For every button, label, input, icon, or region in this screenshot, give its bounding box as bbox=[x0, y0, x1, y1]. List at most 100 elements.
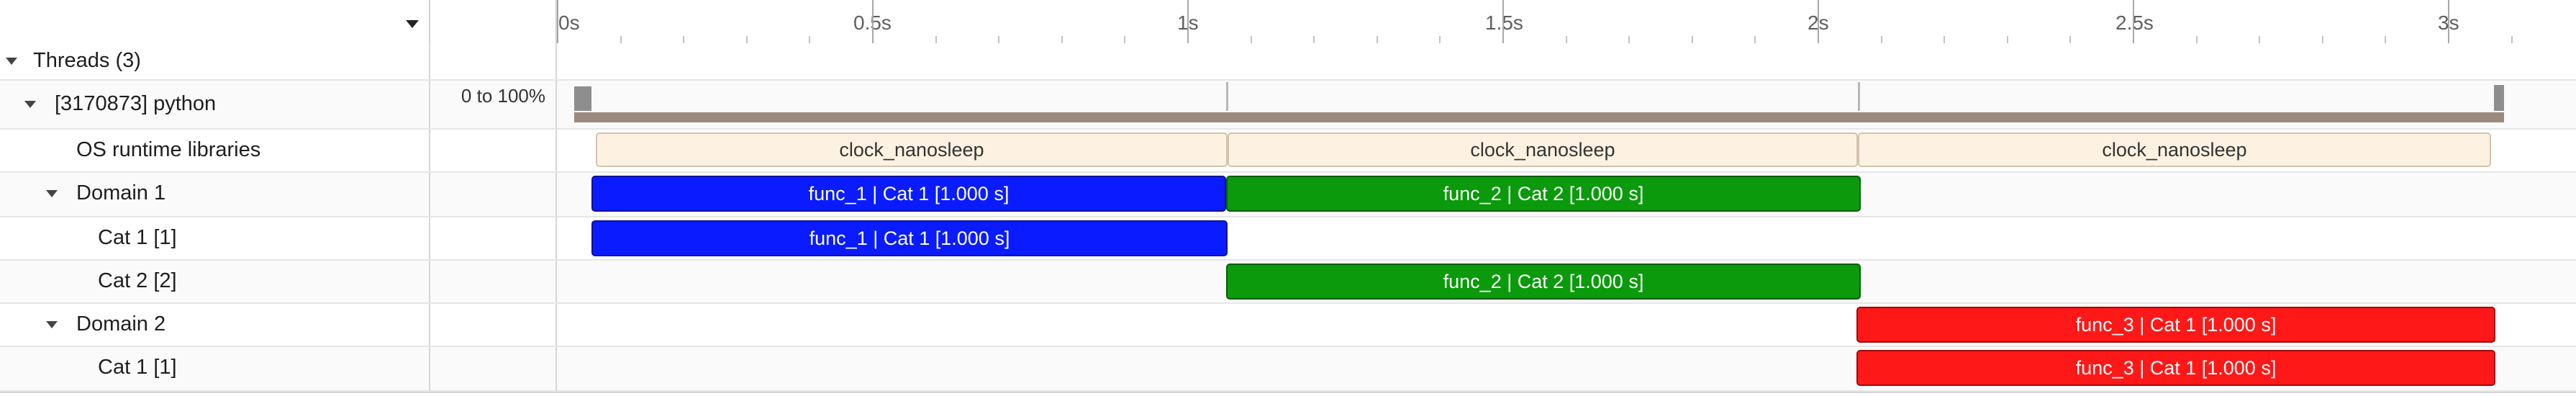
minor-tick bbox=[998, 36, 1000, 43]
cat-1-label: Cat 1 [1] bbox=[98, 226, 177, 249]
collapse-icon[interactable] bbox=[24, 101, 36, 108]
minor-tick bbox=[620, 36, 622, 43]
time-marker bbox=[1226, 82, 1228, 111]
tree-cell: Domain 1 bbox=[0, 173, 430, 216]
major-tick bbox=[1502, 0, 1504, 43]
row-os-runtime: OS runtime libraries clock_nanosleep clo… bbox=[0, 130, 2576, 173]
time-ruler[interactable]: 0s 0.5s 1s 1.5s 2s 2.5s 3s bbox=[557, 0, 2576, 43]
minor-tick bbox=[2385, 36, 2387, 43]
minor-tick bbox=[683, 36, 685, 43]
scale-cell bbox=[430, 217, 557, 259]
minor-tick bbox=[2321, 36, 2323, 43]
domain-2-track: func_3 | Cat 1 [1.000 s] bbox=[557, 304, 2576, 346]
cat-1-track: func_1 | Cat 1 [1.000 s] bbox=[557, 217, 2576, 259]
tick-label-2.5s: 2.5s bbox=[2115, 12, 2154, 34]
minor-tick bbox=[1754, 36, 1756, 43]
range-bar[interactable]: func_3 | Cat 1 [1.000 s] bbox=[1856, 350, 2495, 386]
tree-cell: Domain 2 bbox=[0, 304, 430, 346]
os-call-bar[interactable]: clock_nanosleep bbox=[1228, 132, 1858, 167]
range-bar[interactable]: func_2 | Cat 2 [1.000 s] bbox=[1226, 176, 1861, 212]
range-bar[interactable]: func_1 | Cat 1 [1.000 s] bbox=[591, 220, 1228, 256]
minor-tick bbox=[1628, 36, 1631, 43]
utilization-spike bbox=[2494, 85, 2504, 111]
major-tick bbox=[2448, 0, 2449, 43]
minor-tick bbox=[2069, 36, 2072, 43]
os-runtime-label: OS runtime libraries bbox=[76, 138, 261, 161]
scale-cell bbox=[430, 173, 557, 216]
minor-tick bbox=[1944, 36, 1946, 43]
threads-label: Threads (3) bbox=[33, 49, 141, 72]
os-call-bar[interactable]: clock_nanosleep bbox=[1858, 132, 2491, 167]
row-domain-2: Domain 2 func_3 | Cat 1 [1.000 s] bbox=[0, 304, 2576, 347]
row-process: [3170873] python 0 to 100% bbox=[0, 81, 2576, 130]
minor-tick bbox=[1880, 36, 1882, 43]
minor-tick bbox=[809, 36, 811, 43]
scale-cell bbox=[430, 43, 557, 79]
range-bar[interactable]: func_1 | Cat 1 [1.000 s] bbox=[591, 176, 1226, 212]
os-runtime-track: clock_nanosleep clock_nanosleep clock_na… bbox=[557, 130, 2576, 171]
tick-label-0s: 0s bbox=[558, 12, 580, 34]
utilization-bar bbox=[574, 112, 2504, 122]
range-bar[interactable]: func_2 | Cat 2 [1.000 s] bbox=[1226, 264, 1861, 300]
minor-tick bbox=[745, 36, 748, 43]
cat-2-track: func_2 | Cat 2 [1.000 s] bbox=[557, 261, 2576, 302]
major-tick bbox=[557, 0, 558, 43]
scale-cell bbox=[430, 304, 557, 346]
row-d1-cat-1: Cat 1 [1] func_1 | Cat 1 [1.000 s] bbox=[0, 217, 2576, 261]
range-bar[interactable]: func_3 | Cat 1 [1.000 s] bbox=[1856, 307, 2495, 343]
minor-tick bbox=[935, 36, 937, 43]
bottom-divider bbox=[0, 392, 2576, 393]
row-domain-1: Domain 1 func_1 | Cat 1 [1.000 s] func_2… bbox=[0, 173, 2576, 217]
minor-tick bbox=[1061, 36, 1063, 43]
scale-header bbox=[430, 0, 557, 43]
major-tick bbox=[872, 0, 874, 43]
minor-tick bbox=[2195, 36, 2198, 43]
minor-tick bbox=[1439, 36, 1441, 43]
caret-down-icon bbox=[406, 20, 419, 28]
minor-tick bbox=[1313, 36, 1315, 43]
domain-2-label: Domain 2 bbox=[76, 312, 166, 336]
collapse-icon[interactable] bbox=[6, 58, 17, 65]
minor-tick bbox=[2511, 36, 2513, 43]
minor-tick bbox=[1124, 36, 1126, 43]
cpu-utilization-track[interactable] bbox=[557, 81, 2576, 128]
minor-tick bbox=[1376, 36, 1378, 43]
major-tick bbox=[2133, 0, 2134, 43]
utilization-scale: 0 to 100% bbox=[461, 85, 545, 107]
os-call-bar[interactable]: clock_nanosleep bbox=[596, 132, 1228, 167]
time-marker bbox=[1858, 82, 1860, 111]
tick-label-1.5s: 1.5s bbox=[1485, 12, 1523, 34]
cat-1-track: func_3 | Cat 1 [1.000 s] bbox=[557, 347, 2576, 390]
process-label: [3170873] python bbox=[55, 92, 217, 115]
collapse-icon[interactable] bbox=[46, 190, 58, 197]
domain-1-track: func_1 | Cat 1 [1.000 s] func_2 | Cat 2 … bbox=[557, 173, 2576, 216]
row-threads: Threads (3) bbox=[0, 43, 2576, 81]
scale-cell bbox=[430, 261, 557, 302]
tree-cell: OS runtime libraries bbox=[0, 130, 430, 171]
tree-cell: [3170873] python bbox=[0, 81, 430, 128]
tree-cell: Cat 1 [1] bbox=[0, 217, 430, 259]
minor-tick bbox=[2259, 36, 2261, 43]
major-tick bbox=[1818, 0, 1819, 43]
collapse-icon[interactable] bbox=[46, 321, 58, 328]
cat-2-label: Cat 2 [2] bbox=[98, 269, 177, 292]
major-tick bbox=[1187, 0, 1189, 43]
tree-cell: Threads (3) bbox=[0, 43, 430, 79]
row-d1-cat-2: Cat 2 [2] func_2 | Cat 2 [1.000 s] bbox=[0, 261, 2576, 304]
minor-tick bbox=[1565, 36, 1567, 43]
minor-tick bbox=[1250, 36, 1252, 43]
scale-cell: 0 to 100% bbox=[430, 81, 557, 128]
tree-options-dropdown[interactable] bbox=[394, 10, 426, 36]
tree-header bbox=[0, 0, 430, 43]
threads-track bbox=[557, 43, 2576, 79]
scale-cell bbox=[430, 130, 557, 171]
row-d2-cat-1: Cat 1 [1] func_3 | Cat 1 [1.000 s] bbox=[0, 347, 2576, 392]
scale-cell bbox=[430, 347, 557, 390]
minor-tick bbox=[1691, 36, 1693, 43]
timeline-header: 0s 0.5s 1s 1.5s 2s 2.5s 3s bbox=[0, 0, 2576, 45]
cat-1-label: Cat 1 [1] bbox=[98, 356, 177, 379]
domain-1-label: Domain 1 bbox=[76, 181, 166, 204]
tree-cell: Cat 2 [2] bbox=[0, 261, 430, 302]
tree-cell: Cat 1 [1] bbox=[0, 347, 430, 390]
